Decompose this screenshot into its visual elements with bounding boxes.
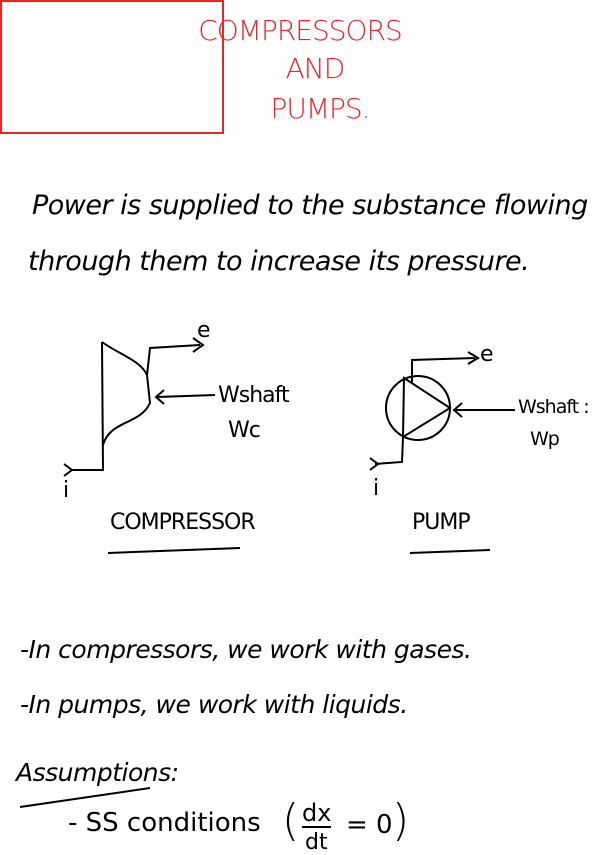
assumptions-heading: Assumptions: (16, 758, 179, 787)
title-line-3: PUMPS. (270, 92, 370, 125)
compressor-work-label: Wshaft (218, 383, 290, 408)
pump-caption-underline (409, 549, 491, 554)
title-box: COMPRESSORS AND PUMPS. (0, 0, 403, 134)
compressor-diagram (63, 337, 216, 477)
bullet-2: -In pumps, we work with liquids. (20, 690, 408, 719)
pump-exit-label: e (480, 342, 494, 367)
pump-inlet-label: i (373, 476, 379, 501)
bullet-1: -In compressors, we work with gases. (20, 635, 472, 664)
pump-caption: PUMP (412, 510, 471, 535)
equation-rhs: = 0 (346, 810, 393, 840)
assumption-ss: - SS conditions (68, 808, 261, 838)
compressor-caption-underline (107, 547, 241, 554)
paren-close: ) (392, 795, 410, 846)
compressor-exit-label: e (197, 318, 211, 343)
pump-diagram (369, 351, 515, 471)
assumptions-underline (19, 787, 151, 808)
pump-work-label: Wshaft : (518, 396, 590, 418)
equation-denominator: dt (305, 830, 328, 855)
title-line-1: COMPRESSORS (198, 14, 403, 47)
compressor-inlet-label: i (63, 478, 69, 503)
equation-numerator: dx (302, 799, 332, 828)
intro-line-1: Power is supplied to the substance flowi… (32, 190, 588, 221)
compressor-caption: COMPRESSOR (110, 510, 256, 535)
paren-open: ( (282, 795, 300, 846)
compressor-work-alt: Wc (228, 418, 261, 443)
intro-line-2: through them to increase its pressure. (28, 246, 530, 277)
title-line-2: AND (285, 52, 346, 85)
pump-work-alt: Wp (530, 428, 560, 450)
